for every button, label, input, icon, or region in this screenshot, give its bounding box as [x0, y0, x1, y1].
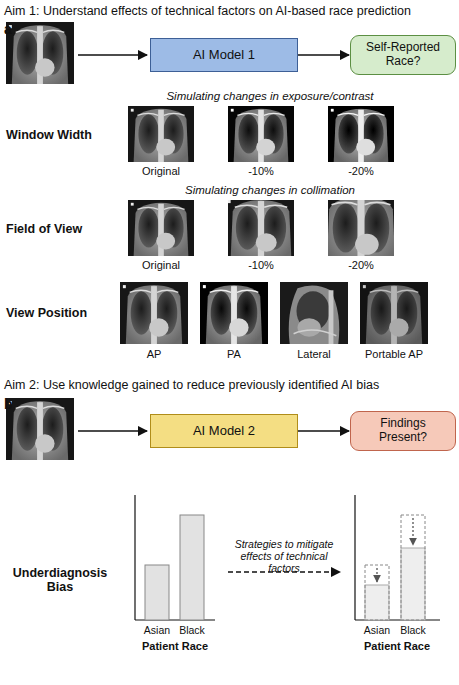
- image-caption: Lateral: [276, 348, 352, 361]
- row-label: Window Width: [6, 128, 118, 142]
- image-caption: -10%: [216, 259, 306, 272]
- section-title: Aim 2: Use knowledge gained to reduce pr…: [4, 378, 456, 392]
- image-caption: -10%: [216, 165, 306, 178]
- xray-image: [328, 106, 394, 162]
- axis-title: Patient Race: [125, 640, 225, 653]
- image-caption: PA: [196, 348, 272, 361]
- image-caption: Portable AP: [354, 348, 434, 361]
- arrow-label: Strategies to mitigate effects of techni…: [224, 538, 344, 574]
- xray-image: [120, 282, 188, 344]
- box-text: AI Model 2: [193, 424, 255, 439]
- panel-letter: b: [4, 396, 24, 412]
- bar-chart: [355, 495, 440, 620]
- output-box: Findings Present?: [350, 411, 456, 451]
- box-text: Findings Present?: [357, 417, 449, 445]
- bar-chart: [135, 495, 215, 620]
- axis-tick: Asian: [355, 624, 399, 636]
- axis-title: Patient Race: [347, 640, 447, 653]
- axis-tick: Black: [391, 624, 435, 636]
- connector-arrow: [298, 430, 349, 432]
- row-label: Field of View: [6, 222, 118, 236]
- image-caption: -20%: [316, 165, 406, 178]
- input-arrow: [78, 54, 147, 56]
- xray-image: [128, 106, 194, 162]
- axis-tick: Asian: [135, 624, 179, 636]
- connector-arrow: [298, 54, 349, 56]
- box-text: AI Model 1: [193, 48, 255, 63]
- process-box: AI Model 2: [150, 414, 298, 448]
- xray-image: [6, 398, 74, 460]
- image-caption: AP: [116, 348, 192, 361]
- row-label: View Position: [6, 306, 118, 320]
- process-box: AI Model 1: [150, 38, 298, 72]
- box-text: Self-Reported Race?: [357, 41, 449, 69]
- image-caption: Original: [116, 259, 206, 272]
- row-subtitle: Simulating changes in exposure/contrast: [120, 90, 420, 103]
- xray-image: [128, 200, 194, 256]
- input-arrow: [78, 430, 147, 432]
- chart-label: Underdiagnosis Bias: [5, 566, 115, 595]
- xray-image: [224, 197, 297, 259]
- panel-letter: a: [4, 21, 24, 37]
- image-caption: -20%: [316, 259, 406, 272]
- xray-image: [228, 106, 294, 162]
- xray-image: [360, 282, 428, 344]
- section-title: Aim 1: Understand effects of technical f…: [4, 4, 456, 18]
- xray-image: [200, 282, 268, 344]
- axis-tick: Black: [170, 624, 214, 636]
- image-caption: Original: [116, 165, 206, 178]
- xray-image: [280, 282, 348, 344]
- xray-image: [6, 22, 74, 84]
- output-box: Self-Reported Race?: [350, 35, 456, 75]
- xray-image: [320, 193, 403, 263]
- row-subtitle: Simulating changes in collimation: [120, 184, 420, 197]
